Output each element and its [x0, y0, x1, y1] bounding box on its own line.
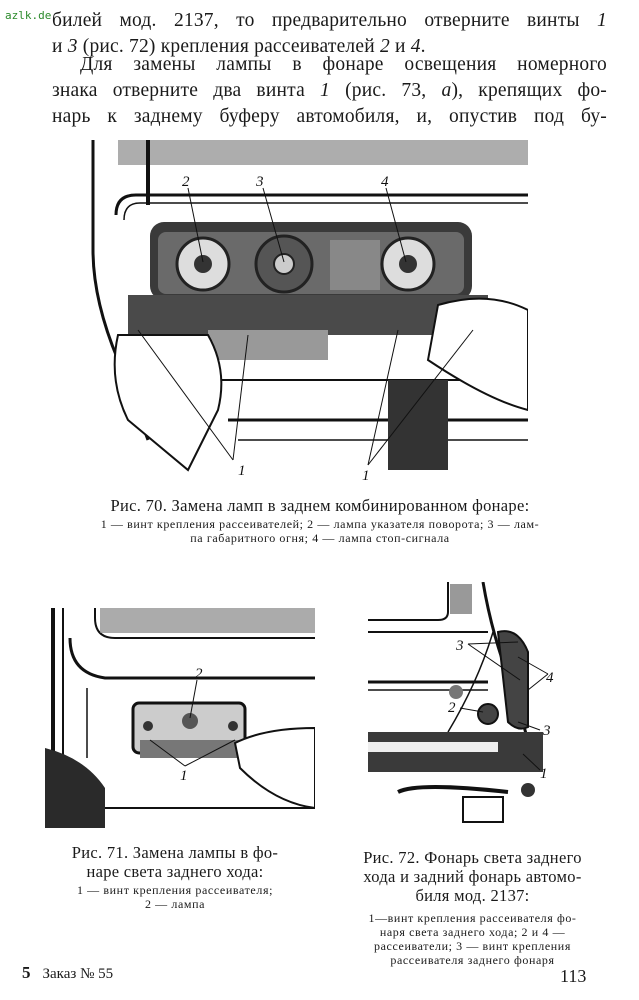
- legend-line: па габаритного огня; 4 — лампа стоп-сигн…: [190, 531, 450, 545]
- ref-number: 4: [410, 36, 421, 57]
- text-run: и: [389, 36, 411, 57]
- text-line: знака отверните два винта 1 (рис. 73, а)…: [52, 78, 607, 104]
- text-run: (рис. 72) крепления рассеивателей: [77, 36, 380, 57]
- printer-signature: 5 Заказ № 55: [22, 963, 113, 983]
- figure-72: 3 4 2 3 1: [368, 582, 558, 827]
- paragraph-license-lamp: Для замены лампы в фонаре освещения номе…: [52, 52, 607, 130]
- title-line: хода и задний фонарь автомо-: [363, 867, 582, 886]
- text-line: и 3 (рис. 72) крепления рассеивателей 2 …: [52, 34, 607, 60]
- callout-3-bottom: 3: [542, 723, 551, 739]
- caption-legend: 1 — винт крепления рассеивателей; 2 — ла…: [15, 517, 625, 545]
- text-run: ), крепящих фо-: [451, 80, 607, 101]
- text-run: билей мод. 2137, то предварительно отвер…: [52, 10, 598, 31]
- figure-70-caption: Рис. 70. Замена ламп в заднем комбиниров…: [15, 496, 625, 545]
- callout-2: 2: [195, 666, 203, 682]
- title-line: наре света заднего хода:: [86, 862, 264, 881]
- callout-4: 4: [381, 174, 389, 190]
- callout-3-top: 3: [455, 638, 464, 654]
- callout-3: 3: [255, 174, 264, 190]
- ref-number: 1: [597, 10, 607, 31]
- legend-line: 1 — винт крепления рассеивателя;: [76, 883, 274, 897]
- text-line: нарь к заднему буферу автомобиля, и, опу…: [52, 106, 607, 127]
- legend-line: наря света заднего хода; 2 и 4 —: [379, 925, 566, 939]
- caption-legend: 1 — винт крепления рассеивателя;2 — ламп…: [30, 883, 320, 911]
- legend-line: 1 — винт крепления рассеивателей; 2 — ла…: [100, 517, 540, 531]
- callout-1-left: 1: [238, 463, 246, 479]
- ref-number: 1: [320, 80, 330, 101]
- ref-letter: а: [441, 80, 452, 101]
- callout-4: 4: [546, 670, 554, 686]
- title-line: биля мод. 2137:: [415, 886, 530, 905]
- callout-1-right: 1: [362, 468, 370, 484]
- legend-line: 2 — лампа: [144, 897, 206, 911]
- legend-line: 1—винт крепления рассеивателя фо-: [368, 911, 577, 925]
- signature-number: 5: [22, 963, 31, 982]
- page-number: 113: [560, 966, 587, 986]
- title-line: Рис. 71. Замена лампы в фо-: [71, 843, 279, 862]
- figure-71: 2 1: [45, 608, 315, 828]
- figure-70: 2 3 4 1 1: [88, 140, 528, 485]
- caption-title: Рис. 71. Замена лампы в фо-наре света за…: [30, 843, 320, 881]
- figure-71-caption: Рис. 71. Замена лампы в фо-наре света за…: [30, 843, 320, 911]
- figure-71-illustration: 2 1: [45, 608, 315, 828]
- order-label: Заказ № 55: [42, 966, 114, 982]
- figure-72-illustration: 3 4 2 3 1: [368, 582, 554, 823]
- title-line: Рис. 72. Фонарь света заднего: [363, 848, 582, 867]
- text-line: Для замены лампы в фонаре освещения номе…: [80, 54, 607, 75]
- paragraph-continuation: билей мод. 2137, то предварительно отвер…: [52, 8, 607, 60]
- legend-line: рассеивателя заднего фонаря: [390, 953, 555, 967]
- text-run: .: [420, 36, 426, 57]
- caption-title: Рис. 70. Замена ламп в заднем комбиниров…: [110, 496, 530, 515]
- ref-number: 3: [67, 36, 78, 57]
- figure-70-illustration: 2 3 4 1 1: [91, 140, 528, 484]
- watermark: azlk.de: [5, 9, 52, 22]
- text-run: (рис. 73,: [329, 80, 442, 101]
- text-run: знака отверните два винта: [52, 80, 321, 101]
- callout-1: 1: [540, 766, 548, 782]
- caption-legend: 1—винт крепления рассеивателя фо-наря св…: [325, 911, 620, 967]
- callout-1: 1: [180, 768, 188, 784]
- callout-2: 2: [448, 700, 456, 716]
- callout-2: 2: [182, 174, 190, 190]
- ref-number: 2: [379, 36, 390, 57]
- text-line: билей мод. 2137, то предварительно отвер…: [52, 8, 607, 34]
- legend-line: рассеиватели; 3 — винт крепления: [374, 939, 571, 953]
- text-run: и: [52, 36, 68, 57]
